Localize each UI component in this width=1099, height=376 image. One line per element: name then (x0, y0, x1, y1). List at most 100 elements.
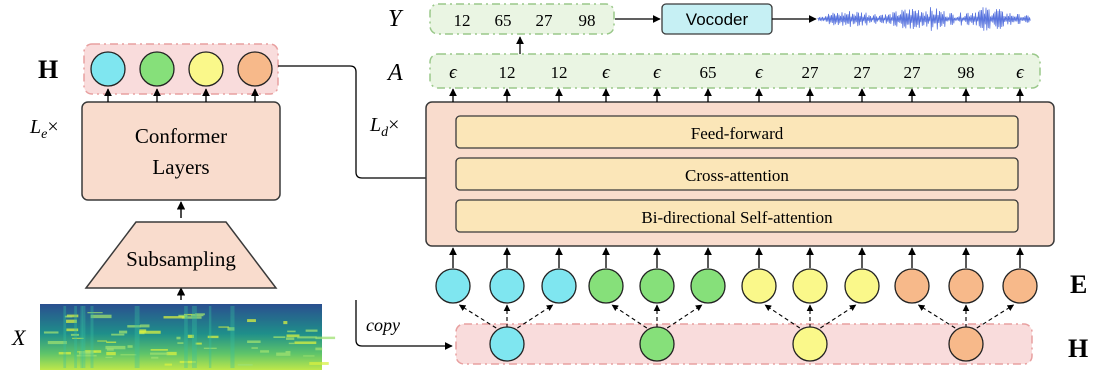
alignment-token: ϵ (755, 62, 764, 83)
subsampling-block (84, 221, 278, 289)
h-encoder-label: H (38, 55, 58, 84)
conformer-block (81, 101, 281, 201)
spectrogram-streak (76, 354, 97, 357)
embedding-token-circle (435, 268, 471, 304)
y-token: 27 (536, 11, 554, 30)
spectrogram-streak (74, 306, 77, 368)
spectrogram-streak (305, 329, 318, 332)
spectrogram-image (40, 304, 336, 370)
embedding-token-circle (792, 268, 828, 304)
spectrogram-streak (111, 333, 125, 336)
spectrogram-streak (288, 342, 295, 345)
embedding-token-circle (588, 268, 624, 304)
spectrogram-streak (251, 347, 258, 349)
spectrogram-streak (127, 325, 141, 328)
spectrogram-streak (315, 347, 323, 351)
cross-attention-label: Cross-attention (685, 166, 789, 185)
spectrogram-streak (179, 360, 196, 364)
encoder-token-circle (139, 51, 175, 87)
h-to-cross-attention-arrow (278, 65, 453, 182)
alignment-token: 12 (499, 63, 516, 82)
alignment-token: ϵ (1016, 62, 1025, 83)
spectrogram-streak (151, 356, 159, 359)
spectrogram-streak (207, 335, 219, 339)
embedding-tokens (435, 268, 1038, 304)
spectrogram-streak (184, 306, 188, 368)
copy-dashed-arrow (917, 304, 956, 329)
copy-arrow (355, 300, 453, 350)
y-output-box (429, 3, 615, 35)
spectrogram-streak (237, 363, 253, 366)
alignment-token: ϵ (653, 62, 662, 83)
embedding-token-circle (894, 268, 930, 304)
y-output-label: Y (388, 6, 404, 32)
spectrogram-streak (208, 306, 212, 368)
spectrogram-streak (120, 354, 137, 356)
spectrogram-streak (187, 334, 194, 339)
y-token: 98 (579, 11, 596, 30)
h-copy-token-circle (639, 326, 675, 362)
spectrogram-streak (163, 316, 186, 319)
spectrogram-streak (181, 316, 202, 319)
decoder-output-arrows (449, 88, 1024, 102)
encoder-token-circle (90, 51, 126, 87)
spectrogram-streak (176, 336, 181, 340)
x-input-label: X (11, 325, 27, 350)
spectrogram-streak (260, 350, 270, 353)
spectrogram-streak (119, 330, 128, 334)
encoder-output-tokens (90, 51, 273, 87)
spectrogram-streak (105, 356, 113, 358)
y-token: 65 (495, 11, 512, 30)
spectrogram-streak (191, 314, 204, 317)
spectrogram-streak (90, 306, 94, 368)
spectrogram-streak (297, 336, 317, 339)
spectrogram-streak (195, 313, 205, 316)
alignment-token: 12 (551, 63, 568, 82)
subsampling-label: Subsampling (126, 247, 236, 271)
spectrogram-streak (106, 351, 116, 356)
embedding-token-circle (541, 268, 577, 304)
feed-forward-layer (455, 115, 1019, 149)
ld-label: Ld× (369, 114, 399, 140)
copy-dashed-arrow (458, 304, 497, 329)
alignment-token: 98 (958, 63, 975, 82)
spectrogram-streak (303, 355, 315, 357)
spectrogram-streak (273, 336, 286, 338)
spectrogram-streak (177, 342, 184, 344)
spectrogram-streak (140, 324, 150, 328)
embedding-to-decoder-arrows (449, 247, 1024, 268)
spectrogram-streak (106, 348, 114, 351)
copy-dashed-arrow (820, 304, 857, 329)
spectrogram-streak (150, 352, 169, 355)
h-copy-label: H (1068, 334, 1088, 363)
spectrogram-streak (139, 330, 161, 334)
self-attention-label: Bi-directional Self-attention (641, 208, 833, 227)
embedding-token-circle (948, 268, 984, 304)
conformer-label-line2: Layers (152, 155, 209, 179)
alignment-box (429, 53, 1041, 89)
h-copy-token-circle (792, 326, 828, 362)
spectrogram-streak (72, 337, 84, 339)
alignment-token: 27 (904, 63, 922, 82)
spectrogram-streak (286, 337, 295, 340)
spectrogram-streak (66, 314, 79, 318)
spectrogram-streak (286, 334, 300, 338)
waveform-trace (817, 7, 1031, 31)
conformer-label-line1: Conformer (135, 124, 227, 148)
alignment-token: 27 (802, 63, 820, 82)
spectrogram-streak (63, 306, 67, 368)
alignment-token: ϵ (449, 62, 458, 83)
spectrogram-streak (276, 352, 291, 356)
alignment-token: 65 (700, 63, 717, 82)
spectrogram-streak (227, 327, 235, 331)
alignment-token: ϵ (602, 62, 611, 83)
embedding-token-circle (844, 268, 880, 304)
spectrogram-streak (247, 340, 261, 343)
copy-label: copy (366, 315, 400, 335)
copy-dashed-arrow (976, 304, 1015, 329)
waveform-image (817, 7, 1031, 31)
embedding-token-circle (489, 268, 525, 304)
